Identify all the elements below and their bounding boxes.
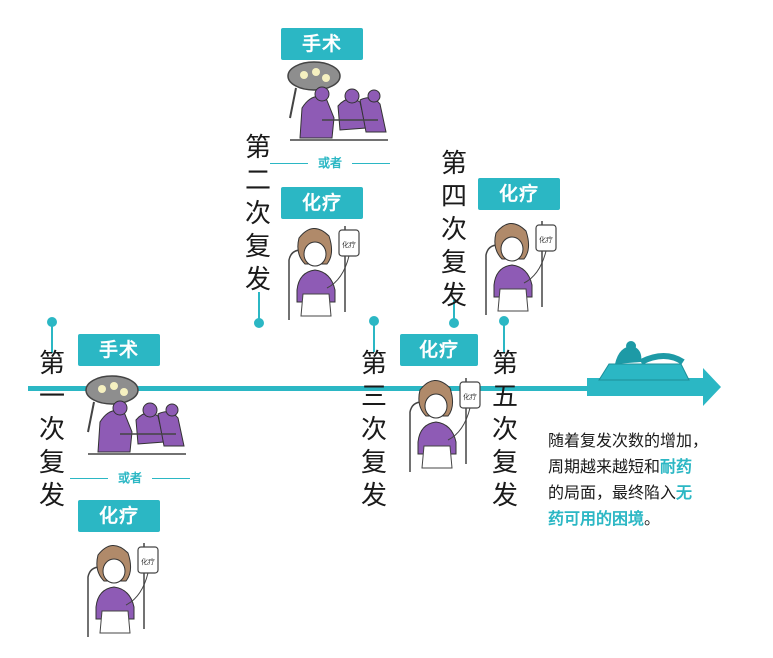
iv-bag-label: 化疗 (141, 557, 155, 566)
chemo-patient-illustration-second: 化疗 (288, 226, 360, 320)
note-line-2: 周期越来越短和耐药 (548, 457, 693, 476)
label-fourth-relapse: 第四次复发 (440, 149, 467, 311)
stem-second (254, 292, 264, 328)
surgery-badge-second: 手术 (281, 28, 363, 60)
surgeon-figure (97, 409, 133, 453)
chemo-badge-third: 化疗 (400, 334, 478, 366)
stem-fourth (449, 300, 459, 328)
svg-text:化疗: 化疗 (342, 240, 356, 249)
label-second-relapse: 第二次复发 (244, 133, 271, 295)
end-arrow-bed-illustration (587, 341, 721, 406)
label-third-relapse: 第三次复发 (360, 349, 387, 511)
chemo-patient-illustration-first: 化疗 (87, 543, 159, 637)
stem-first (47, 317, 57, 353)
chemo-badge-fifth: 化疗 (478, 178, 560, 210)
note-line-1: 随着复发次数的增加， (548, 431, 709, 450)
surgery-illustration-second (287, 61, 388, 141)
note-line-3: 的局面，最终陷入无 (548, 483, 693, 502)
or-separator-first: 或者 (70, 470, 190, 486)
surgical-lamp (85, 375, 139, 405)
chemo-patient-illustration-third: 化疗 (409, 378, 481, 472)
chemo-patient-illustration-fifth: 化疗 (485, 221, 557, 315)
label-fifth-relapse: 第五次复发 (491, 349, 518, 511)
surgery-badge-first: 手术 (78, 334, 160, 366)
arrow-head-icon (587, 368, 721, 406)
surgery-illustration-first (85, 375, 186, 455)
timeline-line (28, 386, 588, 391)
or-separator-second: 或者 (270, 155, 390, 171)
chemo-badge-first: 化疗 (78, 500, 160, 532)
svg-text:化疗: 化疗 (463, 392, 477, 401)
stem-fifth (499, 316, 509, 352)
svg-text:化疗: 化疗 (539, 235, 553, 244)
chemo-badge-second: 化疗 (281, 187, 363, 219)
timeline-dotted-extension (565, 386, 585, 391)
label-first-relapse: 第一次复发 (38, 349, 65, 511)
conclusion-note: 随着复发次数的增加， 周期越来越短和耐药 的局面，最终陷入无 药可用的困境。 (548, 428, 763, 532)
note-line-4: 药可用的困境。 (548, 509, 661, 528)
stem-third (369, 316, 379, 352)
